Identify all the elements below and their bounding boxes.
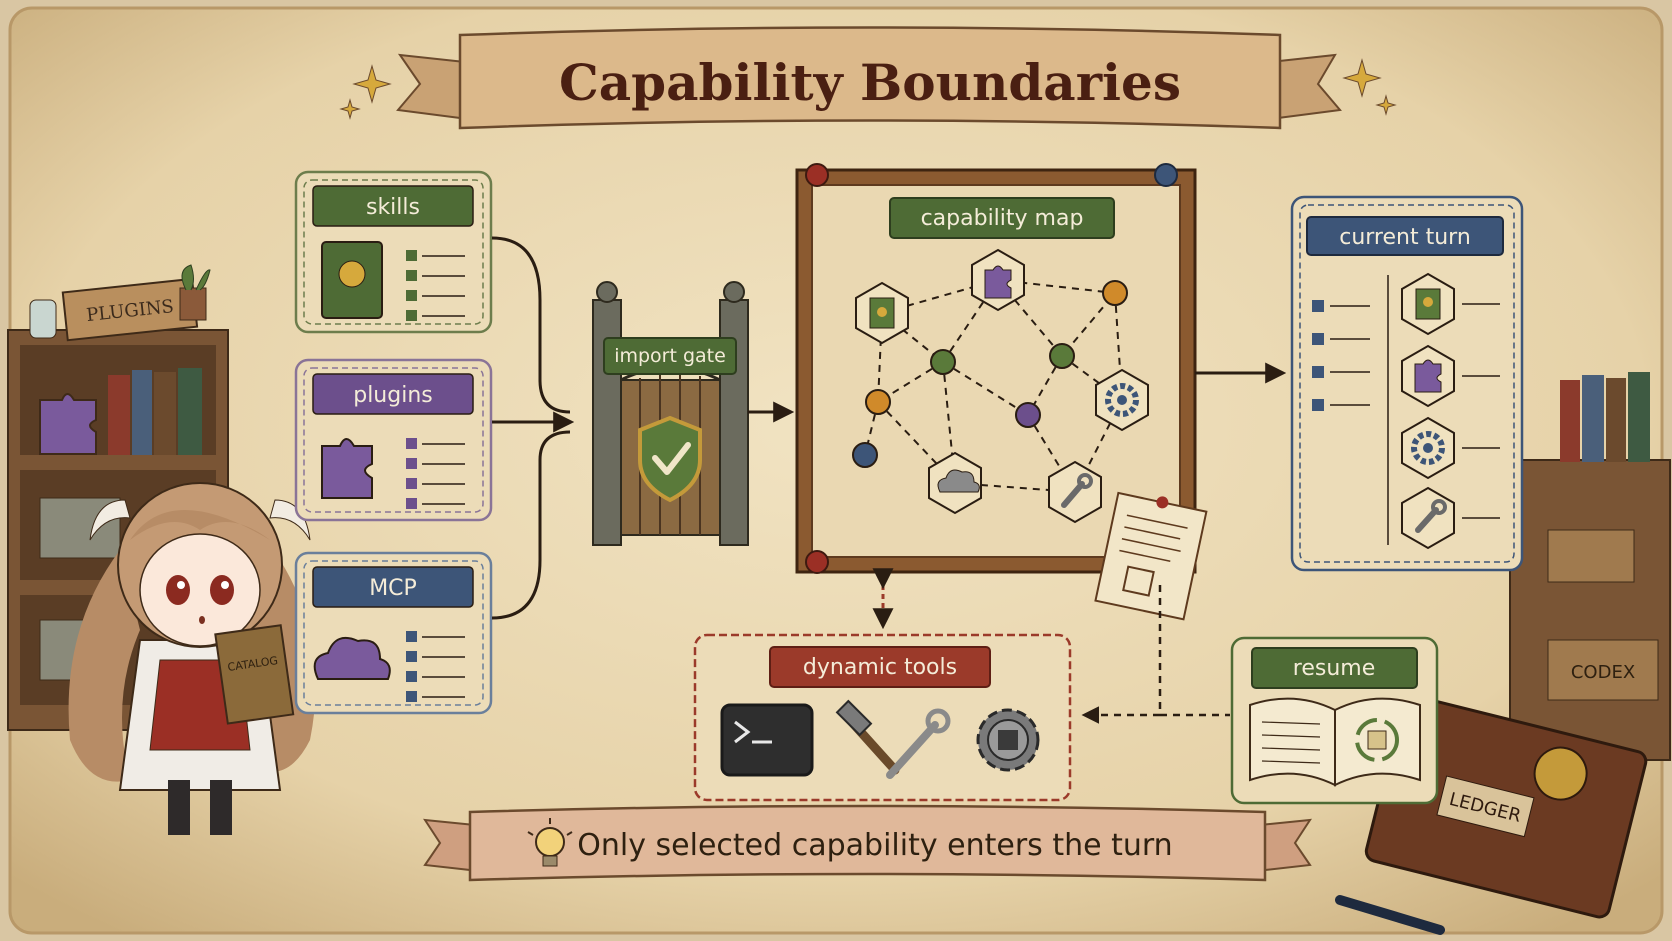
capability-map-label: capability map	[921, 206, 1084, 231]
hammer-wrench-icon	[835, 699, 951, 779]
dynamic-tools-panel: dynamic tools	[693, 633, 1072, 802]
puzzle-icon	[1414, 359, 1442, 393]
checklist-box	[406, 310, 417, 321]
resume-label: resume	[1293, 656, 1375, 681]
pinned-note	[1094, 491, 1208, 621]
shield-check-icon	[638, 415, 702, 503]
checklist-box	[406, 631, 417, 642]
book-icon	[1415, 288, 1441, 320]
current-turn-tag	[1306, 216, 1504, 256]
current-turn-checklist	[1312, 300, 1370, 411]
character-illustration: CATALOG	[68, 482, 316, 835]
footer-text: Only selected capability enters the turn	[577, 828, 1172, 863]
gear-icon	[1411, 431, 1445, 465]
checklist-box	[406, 651, 417, 662]
map-gear-node	[1095, 368, 1149, 432]
checklist-box	[406, 270, 417, 281]
checklist-box	[406, 671, 417, 682]
wrench-icon	[1415, 499, 1447, 533]
lightbulb-icon	[527, 818, 573, 867]
checklist-box	[406, 290, 417, 301]
page-title: Capability Boundaries	[559, 53, 1181, 112]
checklist-box	[406, 250, 417, 261]
map-puzzle-node	[971, 248, 1025, 312]
map-book-node	[855, 281, 909, 345]
source-panel-mcp: MCP	[294, 551, 493, 715]
turn-slot-wrench-icon	[1401, 486, 1500, 550]
map-cloud-node	[928, 451, 982, 515]
resume-panel: resume	[1230, 636, 1439, 805]
capability-map-board: capability map	[795, 163, 1197, 574]
checklist-box	[406, 498, 417, 509]
import-gate: import gate	[592, 281, 749, 546]
dynamic-tools-tag	[769, 646, 991, 688]
turn-slot-gear-icon	[1401, 416, 1500, 480]
open-book-icon	[1249, 697, 1421, 787]
source-tag	[312, 373, 474, 415]
resume-tag	[1251, 647, 1418, 689]
footer-banner: Only selected capability enters the turn	[423, 804, 1312, 882]
current-turn-panel: current turn	[1290, 195, 1524, 572]
source-tag	[312, 185, 474, 227]
gear-chip-icon	[976, 708, 1040, 772]
import-gate-label: import gate	[614, 345, 726, 367]
source-label: skills	[366, 195, 420, 220]
turn-slot-book-icon	[1401, 272, 1500, 336]
source-label: plugins	[353, 383, 433, 408]
checklist-box	[406, 438, 417, 449]
checklist-box	[406, 691, 417, 702]
source-tag	[312, 566, 474, 608]
map-wrench-node	[1048, 460, 1102, 524]
dynamic-tools-label: dynamic tools	[803, 655, 957, 680]
source-connectors	[491, 236, 575, 620]
source-panel-plugins: plugins	[294, 358, 493, 522]
codex-box-label: CODEX	[1571, 662, 1635, 683]
codex-bookshelf: CODEX	[1509, 372, 1671, 761]
source-panel-skills: skills	[294, 170, 493, 334]
puzzle-icon	[321, 438, 373, 499]
cloud-icon	[313, 637, 391, 680]
title-banner: Capability Boundaries	[396, 26, 1342, 130]
checklist-box	[406, 458, 417, 469]
source-label: MCP	[369, 576, 417, 601]
import-gate-tag	[603, 337, 737, 375]
book-icon	[321, 241, 383, 319]
current-turn-label: current turn	[1339, 225, 1471, 250]
checklist-box	[406, 478, 417, 489]
sparkle-icons	[339, 58, 1397, 120]
terminal-icon	[720, 703, 814, 777]
capability-map-tag	[889, 197, 1115, 239]
turn-slot-puzzle-icon	[1401, 344, 1500, 408]
